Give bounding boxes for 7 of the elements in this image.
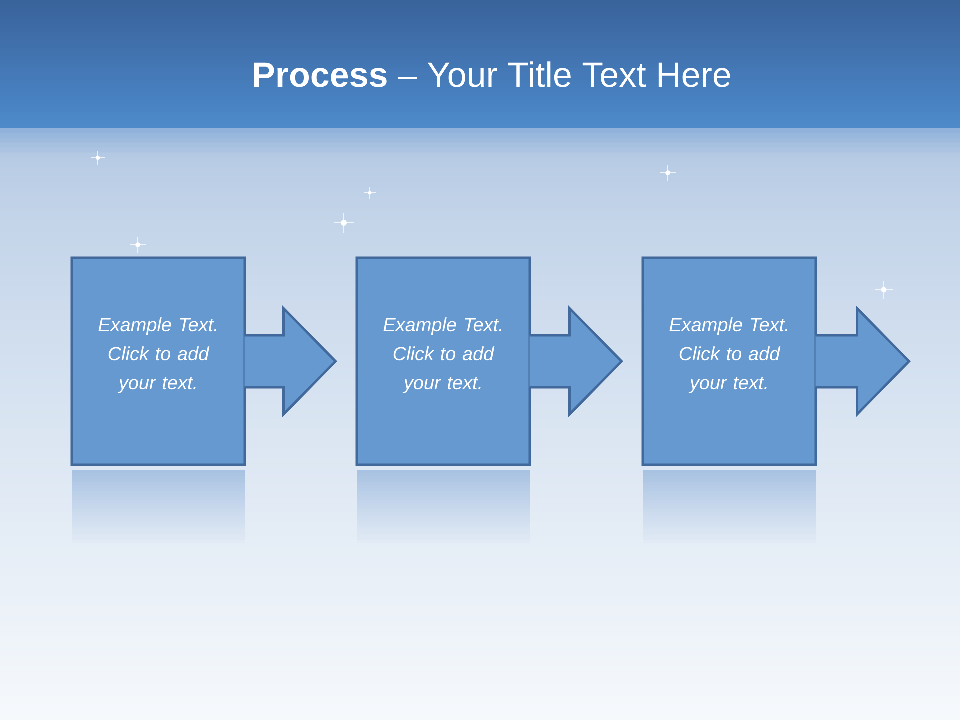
process-box: Example Text. Click to add your text.: [356, 256, 532, 466]
block-arrow: [814, 305, 912, 418]
process-box: Example Text. Click to add your text.: [70, 256, 246, 466]
process-box: Example Text. Click to add your text.: [642, 256, 818, 466]
block-arrow: [528, 305, 624, 418]
block-arrow: [244, 305, 338, 418]
slide-title: Process – Your Title Text Here: [254, 62, 730, 88]
